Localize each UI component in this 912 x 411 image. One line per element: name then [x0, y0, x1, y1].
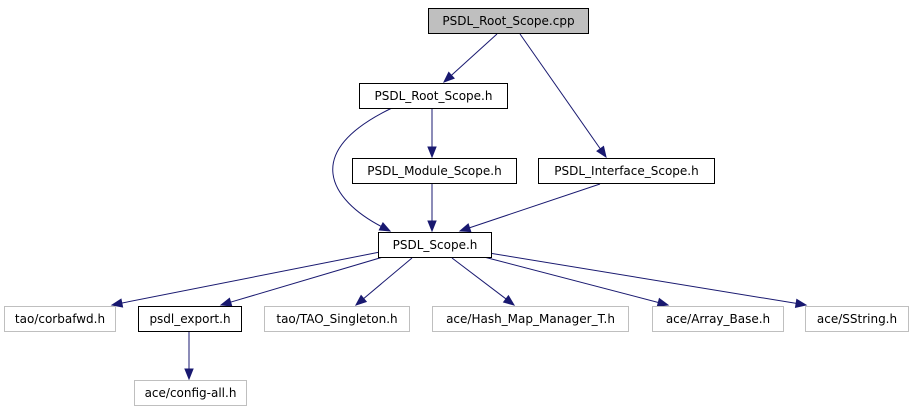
edge-line — [450, 33, 498, 77]
edge-scope-h-to-tao-singleton — [354, 257, 413, 306]
node-box — [138, 306, 242, 332]
edges-layer — [110, 33, 808, 381]
nodes-layer: PSDL_Root_Scope.cppPSDL_Root_Scope.hPSDL… — [4, 8, 909, 406]
edge-line — [519, 33, 602, 150]
edge-line — [483, 256, 660, 304]
node-label: PSDL_Module_Scope.h — [367, 164, 501, 178]
edge-interface-h-to-scope-h — [458, 183, 601, 233]
node-label: tao/TAO_Singleton.h — [276, 312, 397, 326]
edge-psdl-export-to-config-all — [184, 332, 194, 381]
node-label: PSDL_Scope.h — [393, 238, 478, 252]
node-label: ace/Hash_Map_Manager_T.h — [446, 312, 615, 326]
edge-arrowhead — [184, 368, 194, 381]
edge-line — [488, 252, 798, 305]
edge-scope-h-to-sstring — [488, 252, 808, 308]
node-box — [378, 232, 492, 258]
edge-arrowhead — [378, 221, 392, 232]
node-box — [264, 306, 410, 332]
edge-line — [451, 257, 508, 300]
node-label: ace/Array_Base.h — [666, 312, 770, 326]
node-box — [652, 306, 784, 332]
node-root-cpp[interactable]: PSDL_Root_Scope.cpp — [428, 8, 589, 34]
edge-module-h-to-scope-h — [427, 184, 437, 233]
edge-arrowhead — [794, 298, 808, 308]
node-config-all[interactable]: ace/config-all.h — [134, 380, 247, 406]
edge-arrowhead — [219, 297, 233, 307]
edge-scope-h-to-corbafwd — [110, 251, 381, 308]
node-label: ace/config-all.h — [145, 386, 237, 400]
node-label: tao/corbafwd.h — [15, 312, 105, 326]
node-tao-singleton[interactable]: tao/TAO_Singleton.h — [264, 306, 410, 332]
edge-arrowhead — [596, 145, 607, 159]
edge-root-h-to-module-h — [427, 109, 437, 159]
edge-line — [120, 251, 381, 304]
node-interface-h[interactable]: PSDL_Interface_Scope.h — [538, 158, 715, 184]
node-box — [805, 306, 909, 332]
node-array-base[interactable]: ace/Array_Base.h — [652, 306, 784, 332]
node-label: psdl_export.h — [149, 312, 230, 326]
node-box — [352, 158, 517, 184]
node-hash-map[interactable]: ace/Hash_Map_Manager_T.h — [432, 306, 629, 332]
node-root-h[interactable]: PSDL_Root_Scope.h — [359, 83, 508, 109]
edge-root-h-to-scope-h — [332, 107, 393, 232]
node-label: PSDL_Root_Scope.h — [375, 89, 493, 103]
edge-scope-h-to-psdl-export — [219, 256, 384, 307]
edge-arrowhead — [458, 223, 472, 233]
node-module-h[interactable]: PSDL_Module_Scope.h — [352, 158, 517, 184]
node-box — [4, 306, 116, 332]
node-sstring[interactable]: ace/SString.h — [805, 306, 909, 332]
edge-arrowhead — [443, 71, 455, 83]
edge-arrowhead — [502, 294, 516, 306]
edge-arrowhead — [110, 298, 124, 308]
edge-arrowhead — [427, 220, 437, 233]
node-box — [134, 380, 247, 406]
node-box — [428, 8, 589, 34]
edge-arrowhead — [354, 294, 368, 306]
edge-scope-h-to-hash-map — [451, 257, 516, 306]
edge-arrowhead — [427, 146, 437, 159]
node-psdl-export[interactable]: psdl_export.h — [138, 306, 242, 332]
edge-arrowhead — [656, 297, 670, 307]
edge-line — [229, 256, 384, 303]
edge-line — [362, 257, 413, 300]
node-label: PSDL_Root_Scope.cpp — [442, 14, 574, 28]
edge-line — [332, 107, 393, 228]
edge-root-cpp-to-interface-h — [519, 33, 607, 159]
edge-scope-h-to-array-base — [483, 256, 670, 307]
node-label: PSDL_Interface_Scope.h — [554, 164, 698, 178]
node-box — [538, 158, 715, 184]
node-box — [359, 83, 508, 109]
node-corbafwd[interactable]: tao/corbafwd.h — [4, 306, 116, 332]
node-box — [432, 306, 629, 332]
edge-root-cpp-to-root-h — [443, 33, 498, 83]
node-label: ace/SString.h — [817, 312, 897, 326]
edge-line — [468, 183, 601, 229]
node-scope-h[interactable]: PSDL_Scope.h — [378, 232, 492, 258]
